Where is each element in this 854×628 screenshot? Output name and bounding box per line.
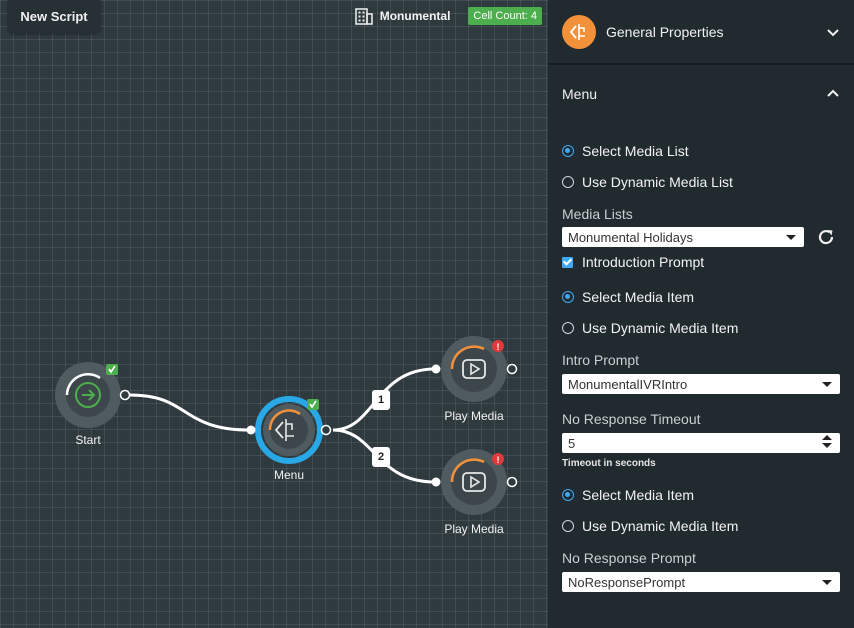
general-properties-header[interactable]: General Properties [548, 0, 854, 65]
play2-error-icon [492, 453, 504, 465]
refresh-icon[interactable] [816, 227, 836, 247]
play-media-node-1[interactable]: ! [431, 336, 518, 402]
timeout-label: No Response Timeout [562, 411, 701, 427]
radio-button[interactable] [562, 175, 574, 188]
flow-diagram: ! ! [55, 336, 518, 515]
caret-down-icon [786, 235, 796, 240]
radio-button-selected[interactable] [562, 290, 574, 303]
play1-error-icon [492, 340, 504, 352]
section-title: Menu [562, 86, 598, 102]
radio-dynamic-media-list[interactable]: Use Dynamic Media List [562, 166, 840, 197]
play1-input-port[interactable] [431, 364, 441, 374]
radio-button-selected[interactable] [562, 488, 574, 501]
script-name-tab[interactable]: New Script [8, 0, 100, 33]
play-media-node-2[interactable]: ! [431, 449, 518, 515]
no-response-prompt-label: No Response Prompt [562, 550, 696, 566]
menu-node[interactable] [246, 396, 332, 464]
media-lists-label: Media Lists [562, 206, 633, 222]
chevron-up-icon[interactable] [826, 87, 840, 101]
play2-input-port[interactable] [431, 477, 441, 487]
building-icon [354, 8, 373, 25]
svg-text:!: ! [497, 342, 500, 352]
no-response-prompt-select[interactable]: NoResponsePrompt [562, 572, 840, 592]
radio-button-selected[interactable] [562, 144, 574, 157]
timeout-hint: Timeout in seconds [562, 458, 656, 469]
panel-title: General Properties [606, 23, 724, 40]
radio-select-intro-media-item[interactable]: Select Media Item [562, 281, 840, 312]
edge-badge-2[interactable]: 2 [372, 447, 390, 467]
menu-section-body: Select Media List Use Dynamic Media List… [548, 123, 854, 592]
menu-node-label: Menu [273, 468, 305, 482]
intro-prompt-label: Intro Prompt [562, 352, 640, 368]
menu-input-port[interactable] [246, 425, 256, 435]
introduction-prompt-checkbox[interactable]: Introduction Prompt [562, 251, 840, 273]
stepper-arrows-icon[interactable] [822, 435, 832, 448]
tenant-info: Monumental Cell Count: 4 [354, 6, 542, 26]
intro-prompt-select[interactable]: MonumentalIVRIntro [562, 374, 840, 394]
play1-output-port[interactable] [506, 363, 518, 375]
menu-output-port[interactable] [320, 424, 332, 436]
play2-output-port[interactable] [506, 476, 518, 488]
play-media-2-label: Play Media [444, 522, 504, 536]
tenant-name: Monumental [379, 9, 451, 23]
connector-start-menu[interactable] [129, 393, 251, 432]
menu-section-header[interactable]: Menu [548, 65, 854, 123]
media-lists-select[interactable]: Monumental Holidays [562, 227, 804, 247]
menu-app-icon [562, 14, 596, 49]
radio-dynamic-intro-media-item[interactable]: Use Dynamic Media Item [562, 312, 840, 343]
radio-dynamic-no-response-media-item[interactable]: Use Dynamic Media Item [562, 510, 840, 541]
radio-button[interactable] [562, 519, 574, 532]
caret-down-icon [822, 580, 832, 585]
svg-text:!: ! [497, 455, 500, 465]
radio-select-media-list[interactable]: Select Media List [562, 135, 840, 166]
cell-count-badge: Cell Count: 4 [468, 7, 542, 25]
radio-select-no-response-media-item[interactable]: Select Media Item [562, 479, 840, 510]
flow-canvas[interactable]: New Script Monumental Cell Count: 4 [0, 0, 548, 628]
chevron-down-icon[interactable] [826, 25, 840, 39]
properties-panel: General Properties Menu Select Media Lis… [548, 0, 854, 628]
checkbox-checked[interactable] [562, 256, 573, 268]
timeout-stepper[interactable]: 5 [562, 433, 840, 453]
start-output-port[interactable] [119, 389, 131, 401]
play-media-1-label: Play Media [444, 409, 504, 423]
radio-button[interactable] [562, 321, 574, 334]
start-node[interactable] [55, 362, 131, 428]
edge-badge-1[interactable]: 1 [372, 390, 390, 410]
caret-down-icon [822, 382, 832, 387]
start-node-label: Start [75, 433, 101, 447]
